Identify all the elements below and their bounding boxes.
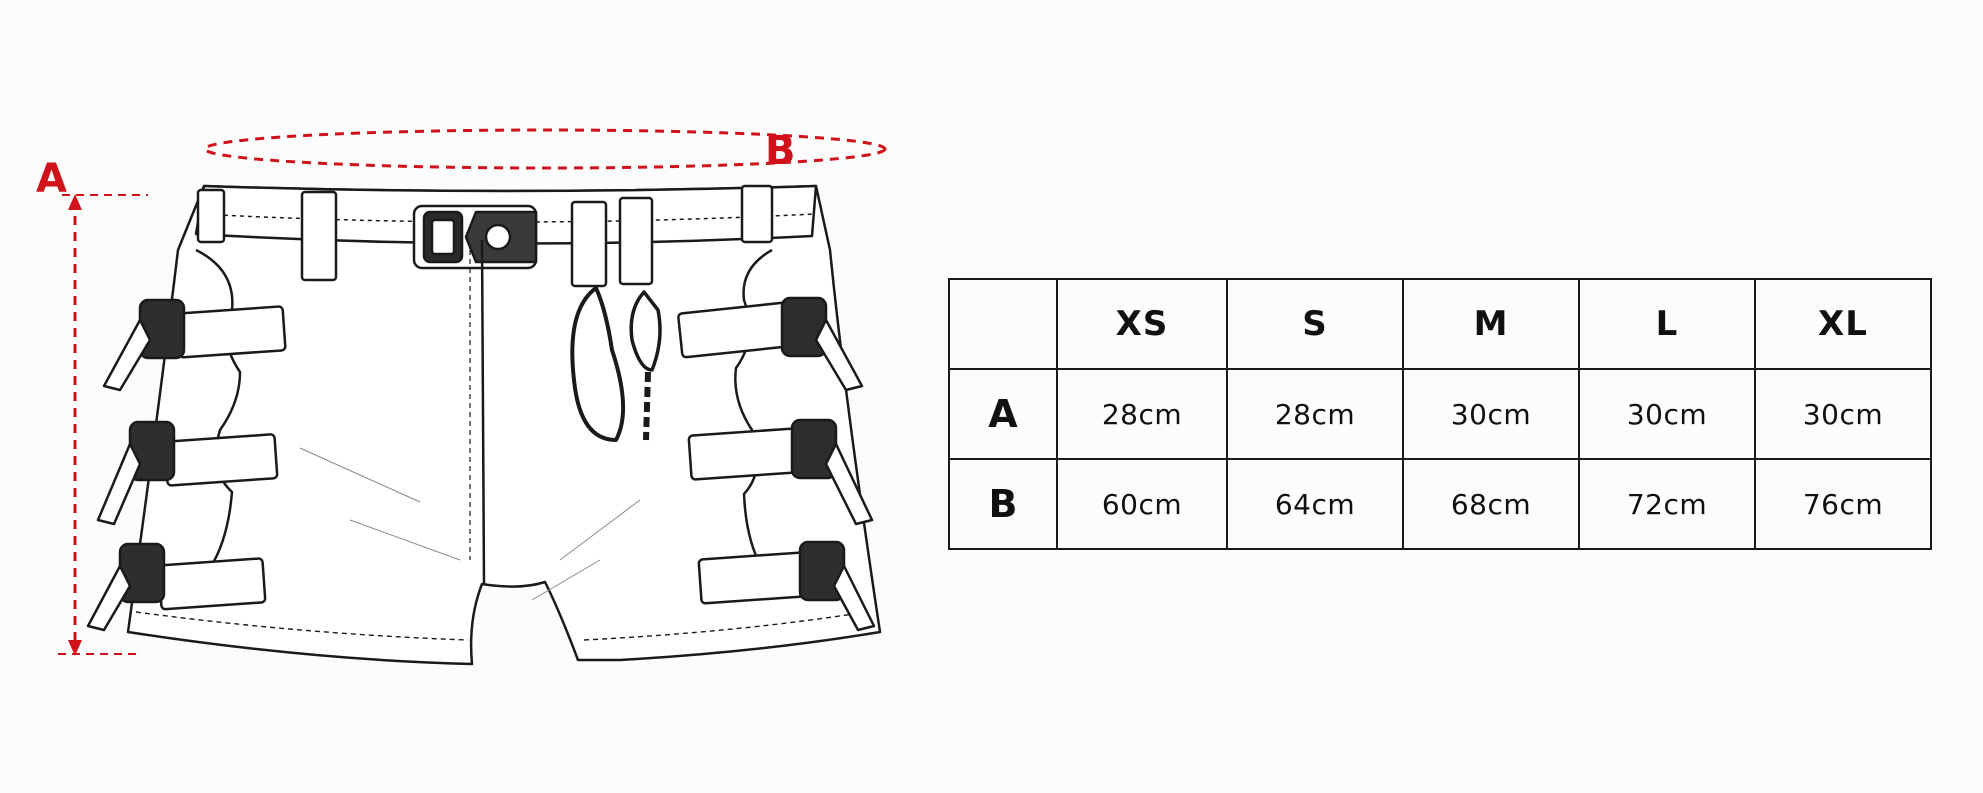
row-label-b: B (948, 458, 1058, 550)
size-header-row: XS S M L XL (948, 278, 1932, 370)
size-header-xs: XS (1056, 278, 1228, 370)
shorts-illustration: B A (36, 128, 887, 666)
size-header-s: S (1226, 278, 1404, 370)
cell-b-m: 68cm (1402, 458, 1580, 550)
cell-a-xs: 28cm (1056, 368, 1228, 460)
corner-cell (948, 278, 1058, 370)
table-row: A 28cm 28cm 30cm 30cm 30cm (948, 368, 1932, 460)
shorts-body (86, 184, 882, 666)
size-header-l: L (1578, 278, 1756, 370)
cell-a-l: 30cm (1578, 368, 1756, 460)
cell-b-l: 72cm (1578, 458, 1756, 550)
dimension-label-b: B (765, 128, 796, 174)
size-chart-table: XS S M L XL A 28cm 28cm 30cm 30cm 30cm B… (948, 278, 1932, 550)
table-row: B 60cm 64cm 68cm 72cm 76cm (948, 458, 1932, 550)
cell-a-xl: 30cm (1754, 368, 1932, 460)
dimension-label-a: A (36, 156, 67, 202)
waist-measure-ellipse (203, 128, 887, 170)
length-arrow-head-bottom (68, 640, 82, 656)
row-label-a: A (948, 368, 1058, 460)
length-arrow-head-top (68, 194, 82, 210)
cell-a-m: 30cm (1402, 368, 1580, 460)
cell-b-xl: 76cm (1754, 458, 1932, 550)
size-header-xl: XL (1754, 278, 1932, 370)
cell-a-s: 28cm (1226, 368, 1404, 460)
cell-b-xs: 60cm (1056, 458, 1228, 550)
size-header-m: M (1402, 278, 1580, 370)
cell-b-s: 64cm (1226, 458, 1404, 550)
